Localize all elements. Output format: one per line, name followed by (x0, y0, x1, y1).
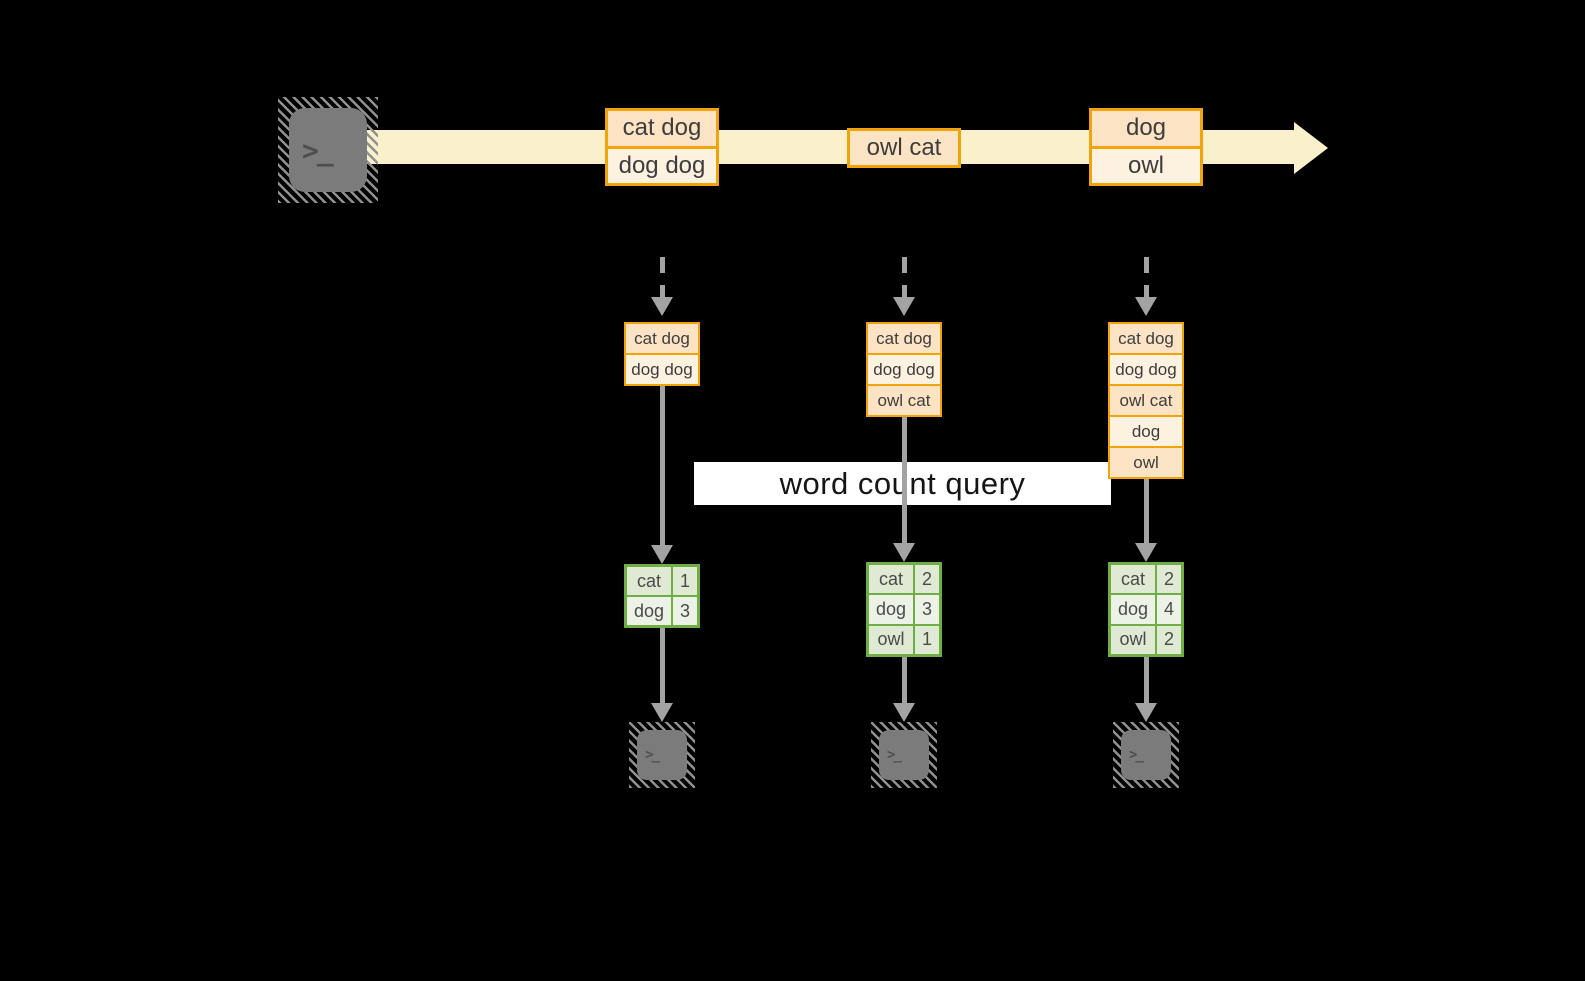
count-row: owl 1 (869, 623, 939, 654)
count-value: 2 (1157, 625, 1181, 654)
arrow-head-icon (893, 543, 915, 562)
dashed-arrow-head-icon (893, 297, 915, 316)
state-box-3: cat dog dog dog owl cat dog owl (1108, 322, 1184, 479)
source-terminal-icon: >_ (278, 97, 378, 203)
arrow-head-icon (1135, 703, 1157, 722)
dashed-arrow-head-icon (651, 297, 673, 316)
count-word: cat (1111, 565, 1157, 594)
arrow-head-icon (651, 703, 673, 722)
state-record: dog (1110, 415, 1182, 446)
terminal-screen: >_ (637, 730, 687, 780)
count-row: owl 2 (1111, 623, 1181, 654)
state-record: owl (1110, 446, 1182, 477)
batch-record: dog (1092, 111, 1200, 146)
arrow-line (660, 628, 665, 703)
state-record: dog dog (1110, 353, 1182, 384)
count-value: 2 (1157, 565, 1181, 594)
count-word: dog (1111, 595, 1157, 624)
count-row: dog 3 (869, 593, 939, 624)
prompt-glyph: >_ (645, 747, 660, 763)
sink-terminal-icon: >_ (1113, 722, 1179, 788)
count-table-1: cat 1 dog 3 (624, 564, 700, 628)
count-table-3: cat 2 dog 4 owl 2 (1108, 562, 1184, 657)
arrow-line (660, 386, 665, 546)
stream-batch-1: cat dog dog dog (605, 108, 719, 186)
state-record: dog dog (626, 353, 698, 384)
dashed-arrow-head-icon (1135, 297, 1157, 316)
state-record: cat dog (1110, 324, 1182, 353)
prompt-glyph: >_ (1129, 747, 1144, 763)
state-record: cat dog (626, 324, 698, 353)
count-value: 1 (673, 567, 697, 595)
count-word: dog (869, 595, 915, 624)
arrow-line (902, 657, 907, 703)
dashed-arrow-line (660, 257, 665, 297)
dashed-arrow-line (1144, 257, 1149, 297)
arrow-line (902, 417, 907, 544)
state-record: owl cat (1110, 384, 1182, 415)
state-box-2: cat dog dog dog owl cat (866, 322, 942, 417)
sink-terminal-icon: >_ (871, 722, 937, 788)
stream-batch-3: dog owl (1089, 108, 1203, 186)
count-value: 4 (1157, 595, 1181, 624)
arrow-head-icon (1135, 543, 1157, 562)
stream-batch-2: owl cat (847, 128, 961, 168)
count-row: cat 2 (1111, 565, 1181, 594)
state-record: dog dog (868, 353, 940, 384)
state-record: cat dog (868, 324, 940, 353)
count-value: 1 (915, 625, 939, 654)
count-word: owl (869, 625, 915, 654)
count-row: dog 4 (1111, 593, 1181, 624)
batch-record: cat dog (608, 111, 716, 146)
terminal-screen: >_ (879, 730, 929, 780)
state-record: owl cat (868, 384, 940, 415)
batch-record: owl (1092, 145, 1200, 183)
terminal-screen: >_ (1121, 730, 1171, 780)
arrow-head-icon (651, 545, 673, 564)
count-value: 3 (915, 595, 939, 624)
arrow-line (1144, 479, 1149, 544)
terminal-screen: >_ (289, 108, 367, 192)
prompt-glyph: >_ (887, 747, 902, 763)
count-row: dog 3 (627, 595, 697, 625)
state-box-1: cat dog dog dog (624, 322, 700, 386)
count-word: cat (627, 567, 673, 595)
count-row: cat 1 (627, 567, 697, 595)
arrow-line (1144, 657, 1149, 703)
prompt-glyph: >_ (302, 133, 334, 167)
sink-terminal-icon: >_ (629, 722, 695, 788)
count-word: dog (627, 597, 673, 625)
count-value: 2 (915, 565, 939, 594)
count-table-2: cat 2 dog 3 owl 1 (866, 562, 942, 657)
arrow-head-icon (893, 703, 915, 722)
count-word: cat (869, 565, 915, 594)
count-word: owl (1111, 625, 1157, 654)
count-value: 3 (673, 597, 697, 625)
batch-record: dog dog (608, 145, 716, 183)
stream-arrowhead-icon (1294, 122, 1328, 174)
batch-record: owl cat (850, 131, 958, 165)
count-row: cat 2 (869, 565, 939, 594)
dashed-arrow-line (902, 257, 907, 297)
